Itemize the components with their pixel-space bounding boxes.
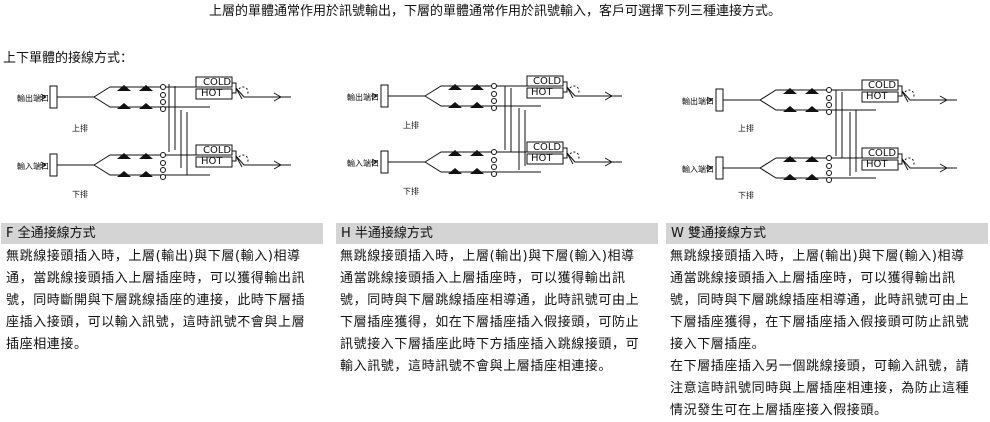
cold-label-bottom-3: COLD [868,148,896,159]
cold-label-top-3: COLD [868,80,896,91]
hot-label-top-3: HOT [866,91,888,102]
cold-label-top-2: COLD [533,76,561,87]
hot-label-bottom-3: HOT [866,159,888,170]
section-title-full-normal: F 全通接線方式 [1,223,323,244]
input-port-label-1: 輸入端口 [17,161,49,171]
section-body-double-normal: 無跳線接頭插入時，上層(輸出)與下層(輸入)相導 通當跳線接頭插入上層插座時，可… [670,249,970,418]
section-title-double-normal: W 雙通接線方式 [666,223,988,244]
hot-label-bottom-1: HOT [201,156,223,167]
hot-label-bottom-2: HOT [531,153,553,164]
top-row-label-1: 上排 [72,123,88,133]
output-port-label-2: 輸出端口 [347,92,379,102]
section-body-half-normal: 無跳線接頭插入時，上層(輸出)與下層(輸入)相導 通當跳線接頭插入上層插座時，可… [340,249,640,374]
output-port-label-3: 輸出端口 [682,96,714,106]
wiring-subheading: 上下單體的接線方式： [3,51,134,66]
bottom-row-label-3: 下排 [738,190,754,200]
intro-text: 上層的單體通常作用於訊號輸出，下層的單體通常作用於訊號輸入，客戶可選擇下列三種連… [208,4,781,19]
bottom-row-label-2: 下排 [403,186,419,196]
top-row-label-2: 上排 [403,120,419,130]
wiring-diagrams: COLD HOT 輸出端口 上排 COLD HOT 輸入端口 下排 COLD H… [17,75,958,200]
input-port-label-3: 輸入端口 [682,164,714,174]
hot-label-top-2: HOT [531,87,553,98]
cold-label-top-1: COLD [203,77,231,88]
section-body-full-normal: 無跳線接頭插入時，上層(輸出)與下層(輸入)相導 通，當跳線接頭插入上層插座時，… [6,249,306,352]
section-title-half-normal: H 半通接線方式 [336,223,658,244]
cold-label-bottom-1: COLD [203,145,231,156]
top-row-label-3: 上排 [738,123,754,133]
cold-label-bottom-2: COLD [533,142,561,153]
input-port-label-2: 輸入端口 [347,158,379,168]
bottom-row-label-1: 下排 [72,189,88,199]
output-port-label-1: 輸出端口 [17,93,49,103]
hot-label-top-1: HOT [201,88,223,99]
